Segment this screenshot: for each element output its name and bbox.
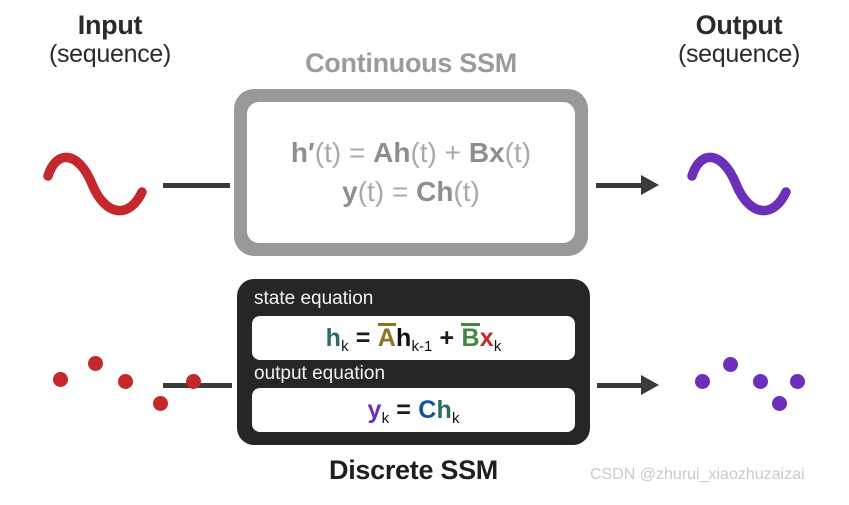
output-equation-panel: yk = Chk	[252, 388, 575, 432]
output-label-main: Output	[695, 10, 783, 40]
output-label-sub: (sequence)	[677, 40, 801, 69]
ceq1-x-var: x	[489, 136, 505, 168]
seq-lhs-var: h	[325, 323, 342, 352]
oeq-lhs-var: y	[367, 395, 382, 424]
continuous-ssm-title: Continuous SSM	[305, 48, 517, 78]
seq-matrix-b-bar: B	[461, 322, 481, 352]
ceq1-prime: ′	[308, 136, 315, 168]
continuous-ssm-box: h′(t) = Ah(t) + Bx(t) y(t) = Ch(t)	[234, 89, 588, 256]
ceq1-h-arg: (t)	[410, 136, 437, 168]
discrete-ssm-title: Discrete SSM	[329, 455, 498, 485]
seq-lhs-sub: k	[341, 337, 349, 355]
seq-x-sub: k	[493, 337, 502, 355]
ceq2-lhs-arg: (t)	[357, 175, 385, 207]
output-arrow-bottom	[597, 375, 659, 395]
output-sample-dot	[695, 374, 710, 389]
input-column-label: Input (sequence)	[0, 10, 220, 68]
csdn-watermark: CSDN @zhurui_xiaozhuzaizai	[590, 466, 805, 483]
seq-equals: =	[355, 323, 371, 352]
input-sample-dot	[88, 356, 103, 371]
oeq-h-var: h	[436, 395, 452, 424]
output-sample-dot	[723, 357, 738, 372]
state-equation-label: state equation	[254, 288, 374, 309]
input-sample-dot	[118, 374, 133, 389]
oeq-lhs-sub: k	[381, 409, 390, 427]
ceq1-matrix-b: B	[468, 136, 490, 168]
continuous-equation-state: h′(t) = Ah(t) + Bx(t)	[291, 135, 531, 172]
ceq2-h-arg: (t)	[453, 175, 480, 207]
ceq2-equals: =	[391, 175, 409, 207]
input-label-sub: (sequence)	[48, 40, 172, 69]
state-equation: hk = Ahk-1 + Bxk	[325, 322, 502, 355]
oeq-matrix-c: C	[418, 395, 437, 424]
continuous-ssm-inner-panel: h′(t) = Ah(t) + Bx(t) y(t) = Ch(t)	[247, 102, 575, 243]
ceq1-plus: +	[444, 136, 462, 168]
output-sample-dot	[790, 374, 805, 389]
output-column-label: Output (sequence)	[629, 10, 849, 68]
ceq1-h-var: h	[393, 136, 411, 168]
output-sine-wave-icon	[687, 152, 791, 216]
seq-x-var: x	[479, 323, 494, 352]
oeq-h-sub: k	[451, 409, 460, 427]
ceq2-h-var: h	[436, 175, 454, 207]
output-equation-label: output equation	[254, 362, 386, 384]
ceq1-matrix-a: A	[373, 136, 394, 168]
ceq1-equals: =	[348, 136, 366, 168]
input-sample-dot	[186, 374, 201, 389]
ceq2-lhs-var: y	[342, 175, 358, 207]
output-sample-dot	[772, 396, 787, 411]
input-sample-dot	[53, 372, 68, 387]
ceq1-lhs-var: h	[290, 136, 309, 168]
input-sine-wave-icon	[43, 152, 147, 216]
output-arrow-top	[596, 175, 659, 195]
continuous-equation-output: y(t) = Ch(t)	[342, 174, 480, 211]
seq-h-sub: k-1	[411, 337, 433, 355]
discrete-ssm-box: state equation hk = Ahk-1 + Bxk output e…	[237, 279, 590, 445]
seq-matrix-a-bar: A	[377, 322, 397, 352]
input-sample-dot	[153, 396, 168, 411]
seq-plus: +	[439, 323, 455, 352]
ceq1-lhs-arg: (t)	[314, 136, 342, 168]
oeq-equals: =	[396, 395, 412, 424]
ceq1-x-arg: (t)	[504, 136, 532, 168]
output-equation: yk = Chk	[367, 395, 460, 427]
seq-h-var: h	[396, 323, 412, 352]
input-connector-line-top	[163, 183, 230, 188]
ceq2-matrix-c: C	[416, 175, 437, 207]
output-sample-dot	[753, 374, 768, 389]
input-label-main: Input	[77, 10, 143, 40]
state-equation-panel: hk = Ahk-1 + Bxk	[252, 315, 575, 360]
